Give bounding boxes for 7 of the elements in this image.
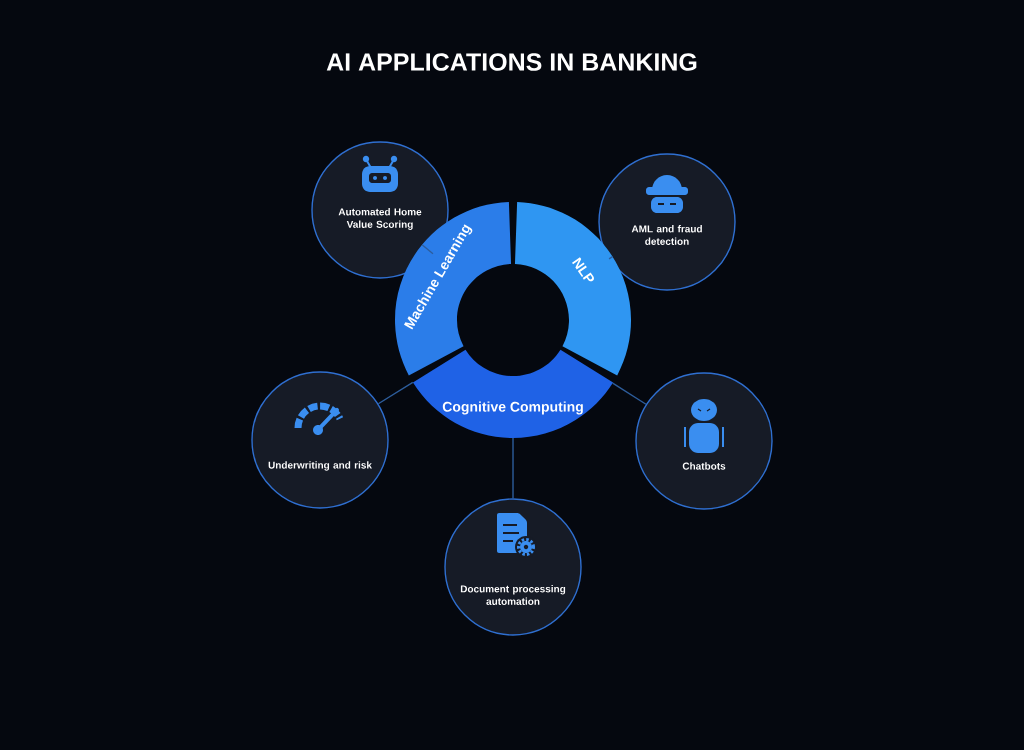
- connector-line: [612, 382, 647, 405]
- connector-line: [421, 244, 434, 255]
- ring-segment: Cognitive Computing: [412, 349, 614, 438]
- connector-line: [377, 381, 414, 405]
- connector-line: [608, 255, 614, 260]
- title: AI APPLICATIONS IN BANKING: [326, 53, 697, 71]
- connector-line: [512, 437, 514, 499]
